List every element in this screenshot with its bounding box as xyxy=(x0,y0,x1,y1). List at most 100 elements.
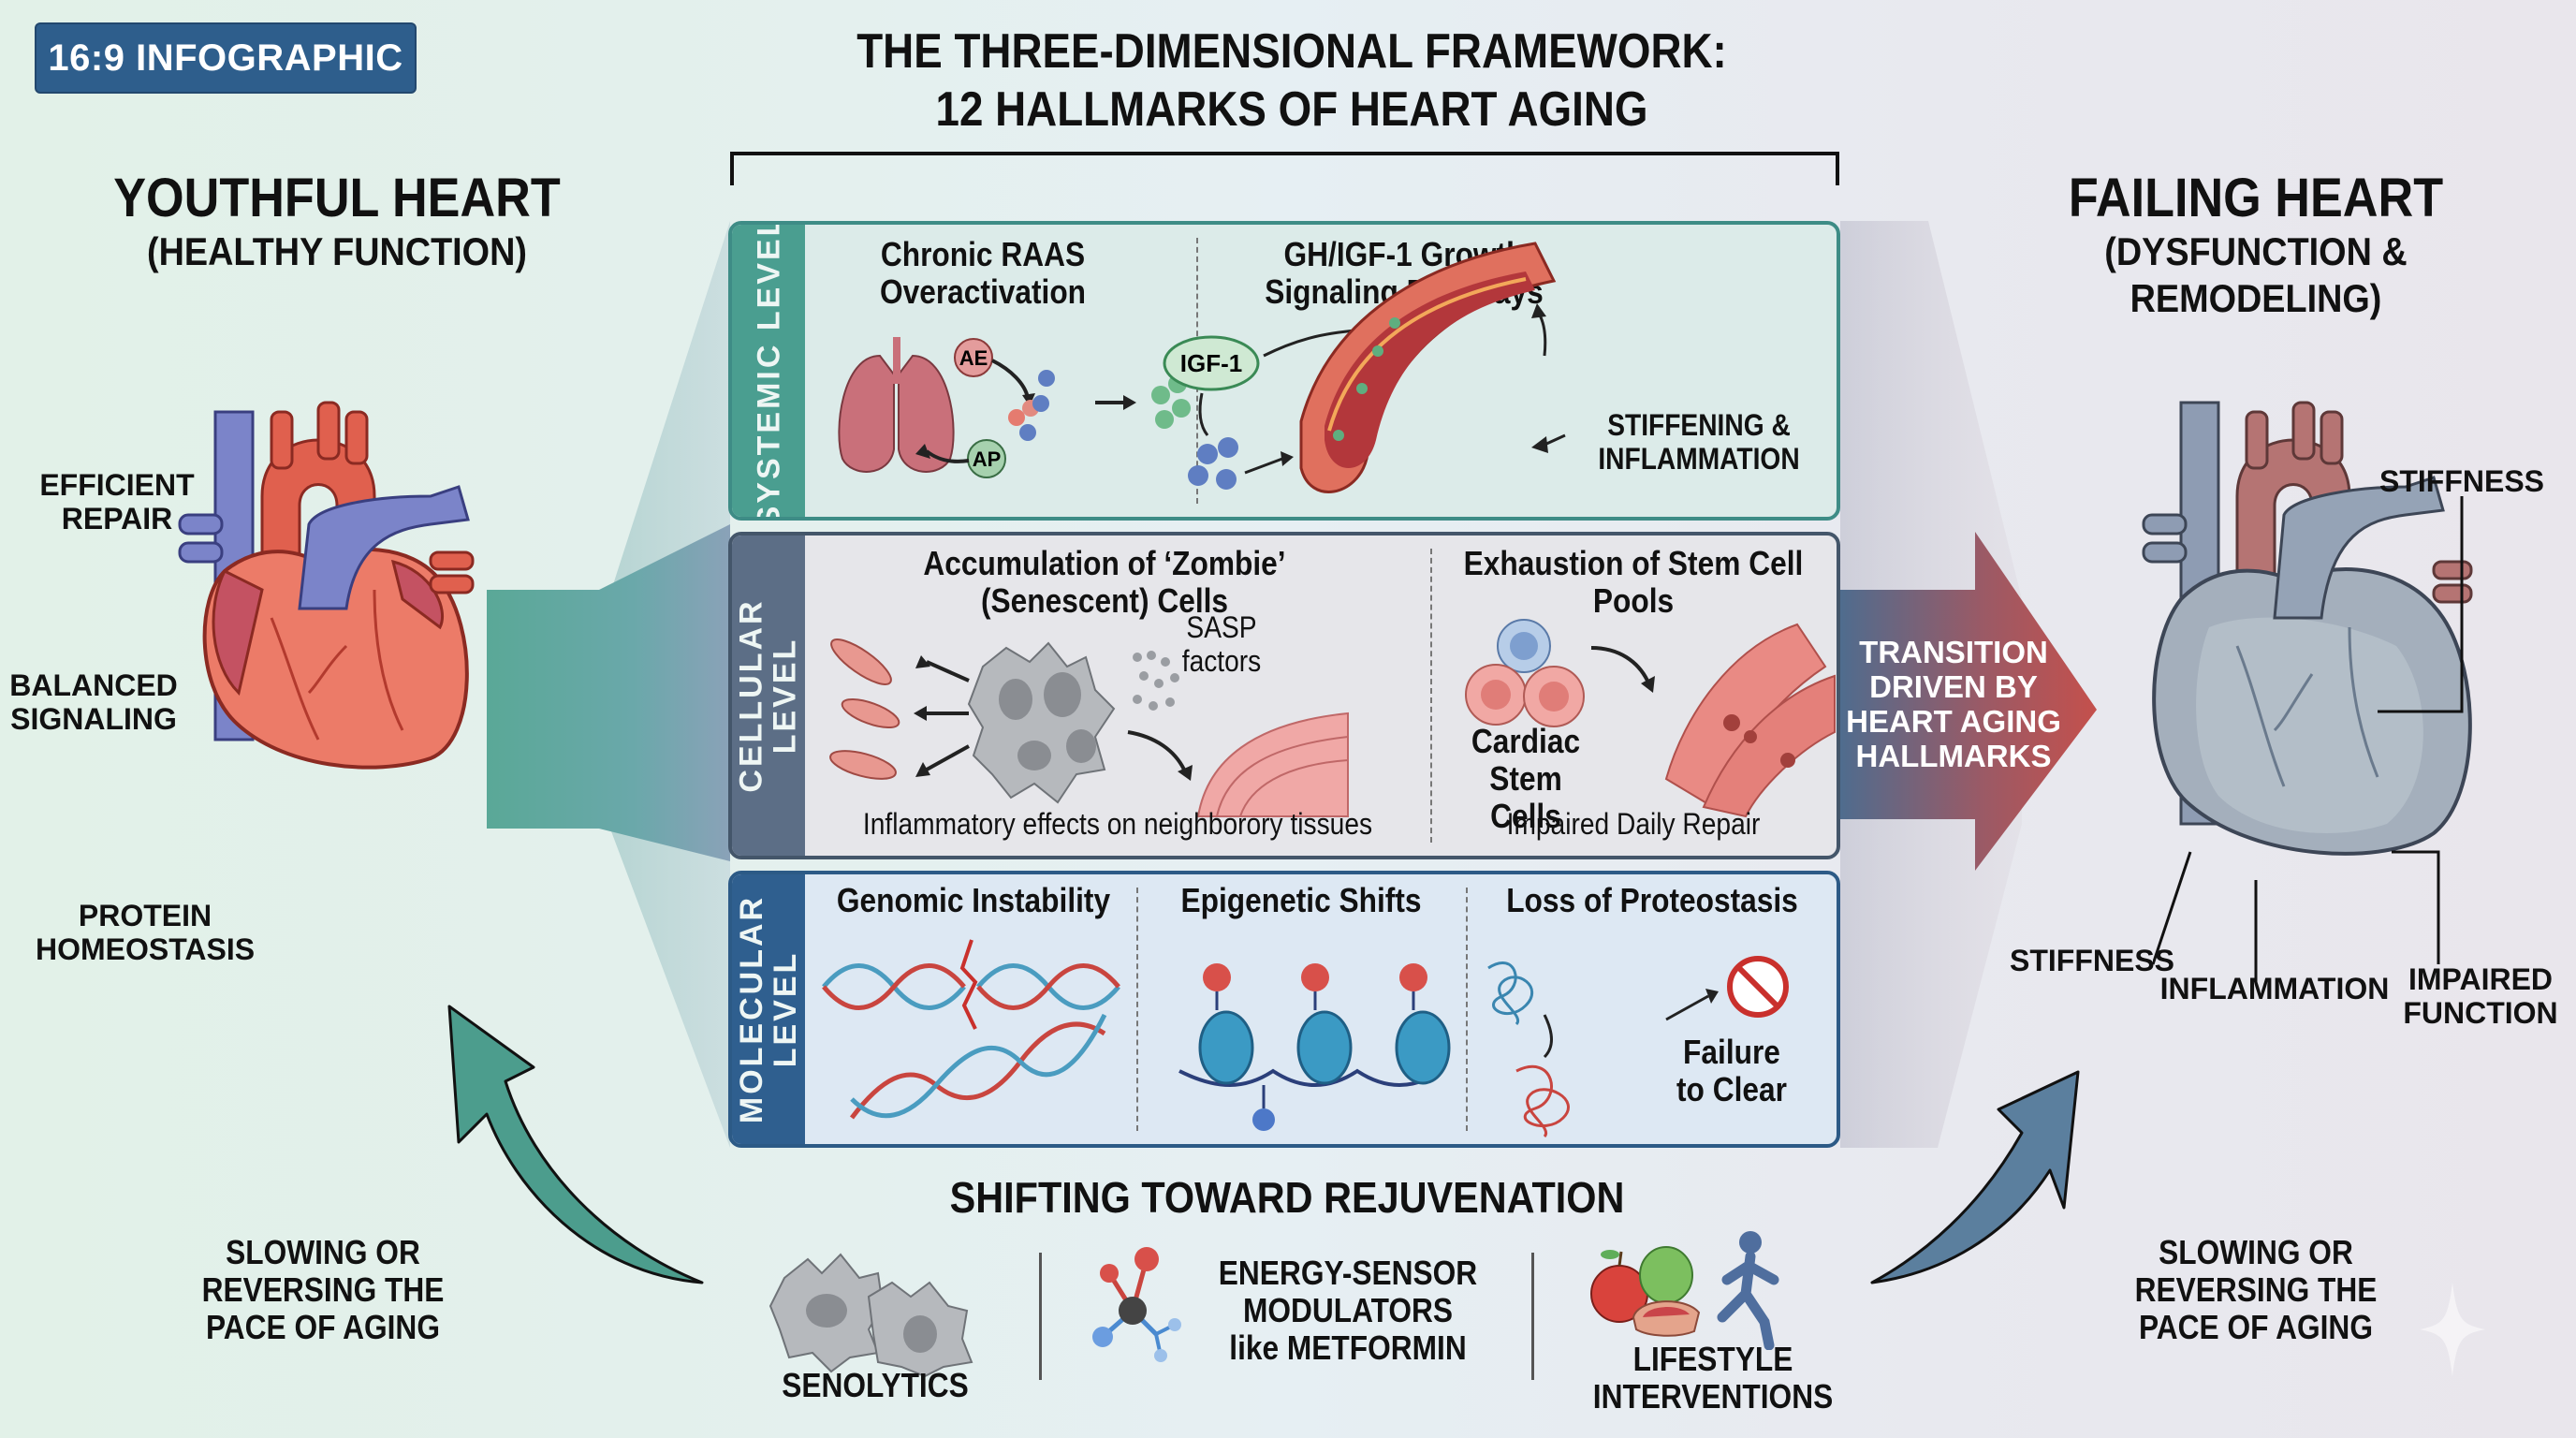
separator xyxy=(1039,1253,1042,1380)
caption-inflammatory-effects: Inflammatory effects on neighborory tiss… xyxy=(862,807,1373,841)
rejuvenation-title: SHIFTING TOWARD REJUVENATION xyxy=(949,1173,1625,1222)
sparkle-icon xyxy=(2420,1283,2485,1376)
molecular-illustration xyxy=(822,939,1789,1138)
label-protein-homeostasis: PROTEIN HOMEOSTASIS xyxy=(28,899,262,966)
tab-line: MOLECULAR xyxy=(734,894,770,1124)
text-line: factors xyxy=(1181,644,1262,678)
section-divider xyxy=(1430,549,1432,843)
text-line: Cardiac xyxy=(1471,722,1581,760)
text-line: SLOWING OR xyxy=(226,1233,420,1271)
label-line: PROTEIN xyxy=(78,899,212,932)
text-line: TRANSITION xyxy=(1859,635,2048,669)
section-title-genomic-instability: Genomic Instability xyxy=(836,881,1111,919)
food-exercise-icon xyxy=(1590,1231,1779,1350)
right-slowing-text: SLOWING OR REVERSING THE PACE OF AGING xyxy=(2095,1234,2416,1346)
title-line: Accumulation of ‘Zombie’ xyxy=(923,544,1286,582)
metformin-label: ENERGY-SENSOR MODULATORS like METFORMIN xyxy=(1195,1255,1500,1367)
text-line: INTERVENTIONS xyxy=(1592,1377,1834,1416)
text-line: Failure xyxy=(1683,1033,1780,1071)
neighbor-tissue-icon xyxy=(1196,712,1349,817)
text-line: Stem Cells xyxy=(1489,759,1562,835)
label-impaired-function: IMPAIRED FUNCTION xyxy=(2392,962,2569,1030)
label-efficient-repair: EFFICIENT REPAIR xyxy=(19,468,215,536)
text-line: REVERSING THE xyxy=(2134,1270,2378,1309)
systemic-illustration: AE AP IGF-1 xyxy=(838,242,1566,493)
text-line: FUNCTION xyxy=(2403,996,2558,1030)
senescent-cells-icon xyxy=(967,641,1116,804)
section-divider xyxy=(1136,888,1138,1131)
label-stiffness-top: STIFFNESS xyxy=(2378,464,2544,498)
text-line: SLOWING OR xyxy=(2159,1233,2353,1271)
text-line: STIFFENING & xyxy=(1607,408,1791,442)
cardiac-stem-cells-label: Cardiac Stem Cells xyxy=(1452,723,1600,835)
damaged-myocardium-icon xyxy=(1664,623,1836,818)
text-line: DRIVEN BY xyxy=(1869,669,2038,704)
left-funnel-core xyxy=(487,524,730,861)
main-title-line1: THE THREE-DIMENSIONAL FRAMEWORK: xyxy=(856,24,1727,79)
label-line: BALANCED xyxy=(9,668,178,702)
sasp-factors-icon xyxy=(1133,651,1179,711)
failing-heart-subtitle: (DYSFUNCTION & REMODELING) xyxy=(2104,229,2408,320)
igf1-node: IGF-1 xyxy=(1163,335,1260,391)
svg-text:AP: AP xyxy=(973,448,1002,471)
infographic-badge: 16:9 INFOGRAPHIC xyxy=(35,22,417,94)
text-line: REVERSING THE xyxy=(201,1270,445,1309)
molecule-icon xyxy=(1092,1247,1181,1362)
failing-heart-heading: FAILING HEART xyxy=(2068,168,2444,228)
section-title-raas: Chronic RAAS Overactivation xyxy=(859,236,1106,311)
youthful-heart-icon xyxy=(178,401,475,770)
section-title-stem-cell-exhaustion: Exhaustion of Stem Cell Pools xyxy=(1456,545,1810,620)
left-slowing-text: SLOWING OR REVERSING THE PACE OF AGING xyxy=(162,1234,483,1346)
label-line: REPAIR xyxy=(61,502,173,536)
protein-tangle-icon xyxy=(1487,961,1570,1138)
section-divider xyxy=(1466,888,1468,1131)
text-line: IMPAIRED xyxy=(2408,962,2554,996)
failing-heart-title: FAILING HEART (DYSFUNCTION & REMODELING) xyxy=(1995,169,2517,322)
label-line: EFFICIENT xyxy=(39,468,195,502)
stem-cells-icon xyxy=(1465,619,1585,727)
label-line: HOMEOSTASIS xyxy=(35,932,256,966)
framework-bracket xyxy=(730,152,1839,185)
curved-arrow-right-icon xyxy=(1870,1070,2080,1284)
title-line: Exhaustion of Stem Cell Pools xyxy=(1463,544,1804,620)
label-line: SIGNALING xyxy=(10,702,177,736)
text-line: INFLAMMATION xyxy=(1598,442,1800,476)
sasp-factors-label: SASP factors xyxy=(1160,610,1283,678)
tab-line: LEVEL xyxy=(768,637,804,755)
healthy-cells-icon xyxy=(829,638,900,780)
cellular-illustration xyxy=(829,619,1836,818)
youthful-heart-subtitle: (HEALTHY FUNCTION) xyxy=(147,229,527,273)
text-line: LIFESTYLE xyxy=(1632,1340,1793,1378)
systemic-level-panel: SYSTEMIC LEVEL Chronic RAAS Overactivati… xyxy=(728,221,1840,521)
text-line: PACE OF AGING xyxy=(2139,1308,2373,1346)
ap-node: AP xyxy=(967,439,1006,478)
transition-label: TRANSITION DRIVEN BY HEART AGING HALLMAR… xyxy=(1837,635,2071,773)
molecular-body: Genomic Instability Epigenetic Shifts Lo… xyxy=(805,874,1837,1144)
broken-dna-icon xyxy=(822,939,1120,1030)
title-line: Overactivation xyxy=(879,272,1087,311)
systemic-level-tab: SYSTEMIC LEVEL xyxy=(732,225,805,517)
systemic-body: Chronic RAAS Overactivation GH/IGF-1 Gro… xyxy=(805,225,1837,517)
cellular-body: Accumulation of ‘Zombie’ (Senescent) Cel… xyxy=(805,536,1837,856)
stiffening-inflammation-label: STIFFENING & INFLAMMATION xyxy=(1588,408,1810,476)
artery-icon xyxy=(1299,242,1557,493)
section-title-proteostasis: Loss of Proteostasis xyxy=(1506,881,1798,919)
main-title-line2: 12 HALLMARKS OF HEART AGING xyxy=(935,82,1648,137)
tab-line: CELLULAR xyxy=(734,598,770,793)
text-line: SASP xyxy=(1186,610,1257,644)
lifestyle-label: LIFESTYLE INTERVENTIONS xyxy=(1565,1341,1862,1416)
label-inflammation: INFLAMMATION xyxy=(2159,972,2390,1005)
tab-line: LEVEL xyxy=(768,950,804,1068)
ae-node: AE xyxy=(954,338,993,377)
label-stiffness-bottom: STIFFNESS xyxy=(2009,944,2174,977)
text-line: to Clear xyxy=(1676,1070,1787,1108)
failure-to-clear-label: Failure to Clear xyxy=(1658,1034,1806,1108)
main-title: THE THREE-DIMENSIONAL FRAMEWORK: 12 HALL… xyxy=(814,22,1770,139)
failing-heart-icon xyxy=(2142,401,2473,856)
no-clearance-icon xyxy=(1727,956,1789,1018)
